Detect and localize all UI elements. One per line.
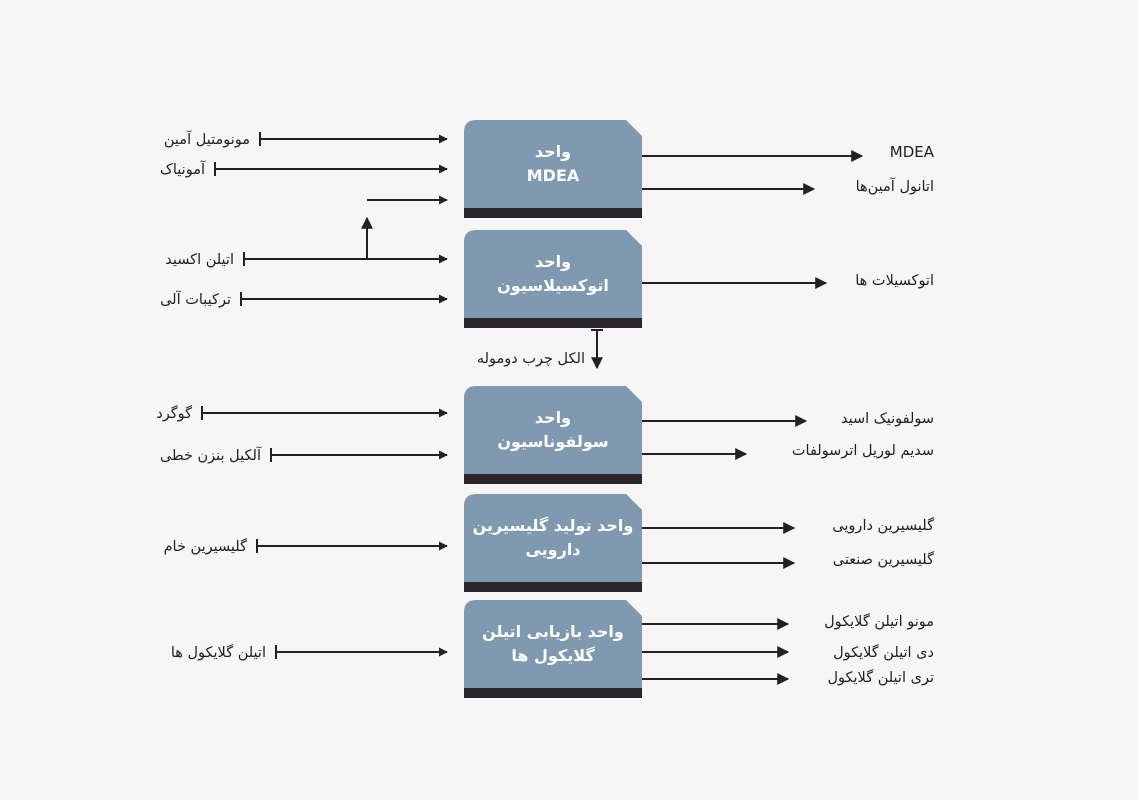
unit-title-line: واحد بازیابی اتیلن [482, 622, 624, 641]
output-label: تری اتیلن گلایکول [827, 669, 934, 686]
output-label: MDEA [890, 143, 935, 161]
input-label: ترکیبات آلی [160, 290, 231, 308]
unit-box [464, 494, 642, 582]
input-arrow [275, 645, 448, 659]
unit-title-line: واحد [535, 252, 571, 271]
unit-title-line: واحد تولید گلیسیرین [473, 516, 634, 535]
input-label: آلکیل بنزن خطی [160, 446, 262, 464]
input-arrow [214, 162, 448, 176]
output-label: سدیم لوریل اترسولفات [792, 443, 934, 459]
unit-base-bar [464, 208, 642, 218]
unit-mdea: واحد MDEA [464, 120, 642, 218]
unit-title-line: واحد [535, 142, 571, 161]
unit-glycol: واحد بازیابی اتیلن گلایکول ها [464, 600, 642, 698]
output-label: اتانول آمین‌ها [856, 177, 934, 195]
output-label: گلیسیرین صنعتی [833, 551, 934, 568]
input-arrow [259, 132, 448, 146]
unit-base-bar [464, 318, 642, 328]
input-arrow [201, 406, 448, 420]
output-label: گلیسیرین دارویی [832, 517, 934, 534]
unit-box [464, 230, 642, 318]
unit-title-line: گلایکول ها [511, 646, 595, 665]
output-label: دی اتیلن گلایکول [833, 644, 934, 661]
unit-box [464, 600, 642, 688]
unit-base-bar [464, 688, 642, 698]
input-label: آمونیاک [160, 160, 206, 178]
input-arrow [240, 292, 448, 306]
output-label: مونو اتیلن گلایکول [824, 613, 934, 630]
unit-box [464, 386, 642, 474]
unit-title-line: دارویی [525, 540, 580, 559]
unit-ethoxylation: واحد اتوکسیلاسیون [464, 230, 642, 328]
unit-title-line: MDEA [527, 166, 580, 185]
output-label: سولفونیک اسید [841, 411, 934, 427]
input-arrow [243, 252, 448, 266]
unit-title-line: سولفوناسیون [497, 432, 608, 451]
unit-title-line: واحد [535, 408, 571, 427]
link-label: الکل چرب دومولە [477, 351, 585, 367]
unit-title-line: اتوکسیلاسیون [497, 276, 609, 295]
input-arrow [270, 448, 448, 462]
unit-base-bar [464, 582, 642, 592]
input-arrow [256, 539, 448, 553]
input-label: مونومتیل آمین [164, 130, 250, 148]
unit-box [464, 120, 642, 208]
output-label: اتوکسیلات ها [855, 273, 934, 289]
unit-sulfonation: واحد سولفوناسیون [464, 386, 642, 484]
unit-glycerin: واحد تولید گلیسیرین دارویی [464, 494, 642, 592]
input-label: گوگرد [156, 405, 192, 422]
unit-base-bar [464, 474, 642, 484]
input-label: اتیلن گلایکول ها [171, 644, 266, 661]
input-label: گلیسیرین خام [164, 538, 248, 555]
input-label: اتیلن اکسید [165, 252, 234, 268]
link-fatty-alcohol [591, 329, 603, 370]
